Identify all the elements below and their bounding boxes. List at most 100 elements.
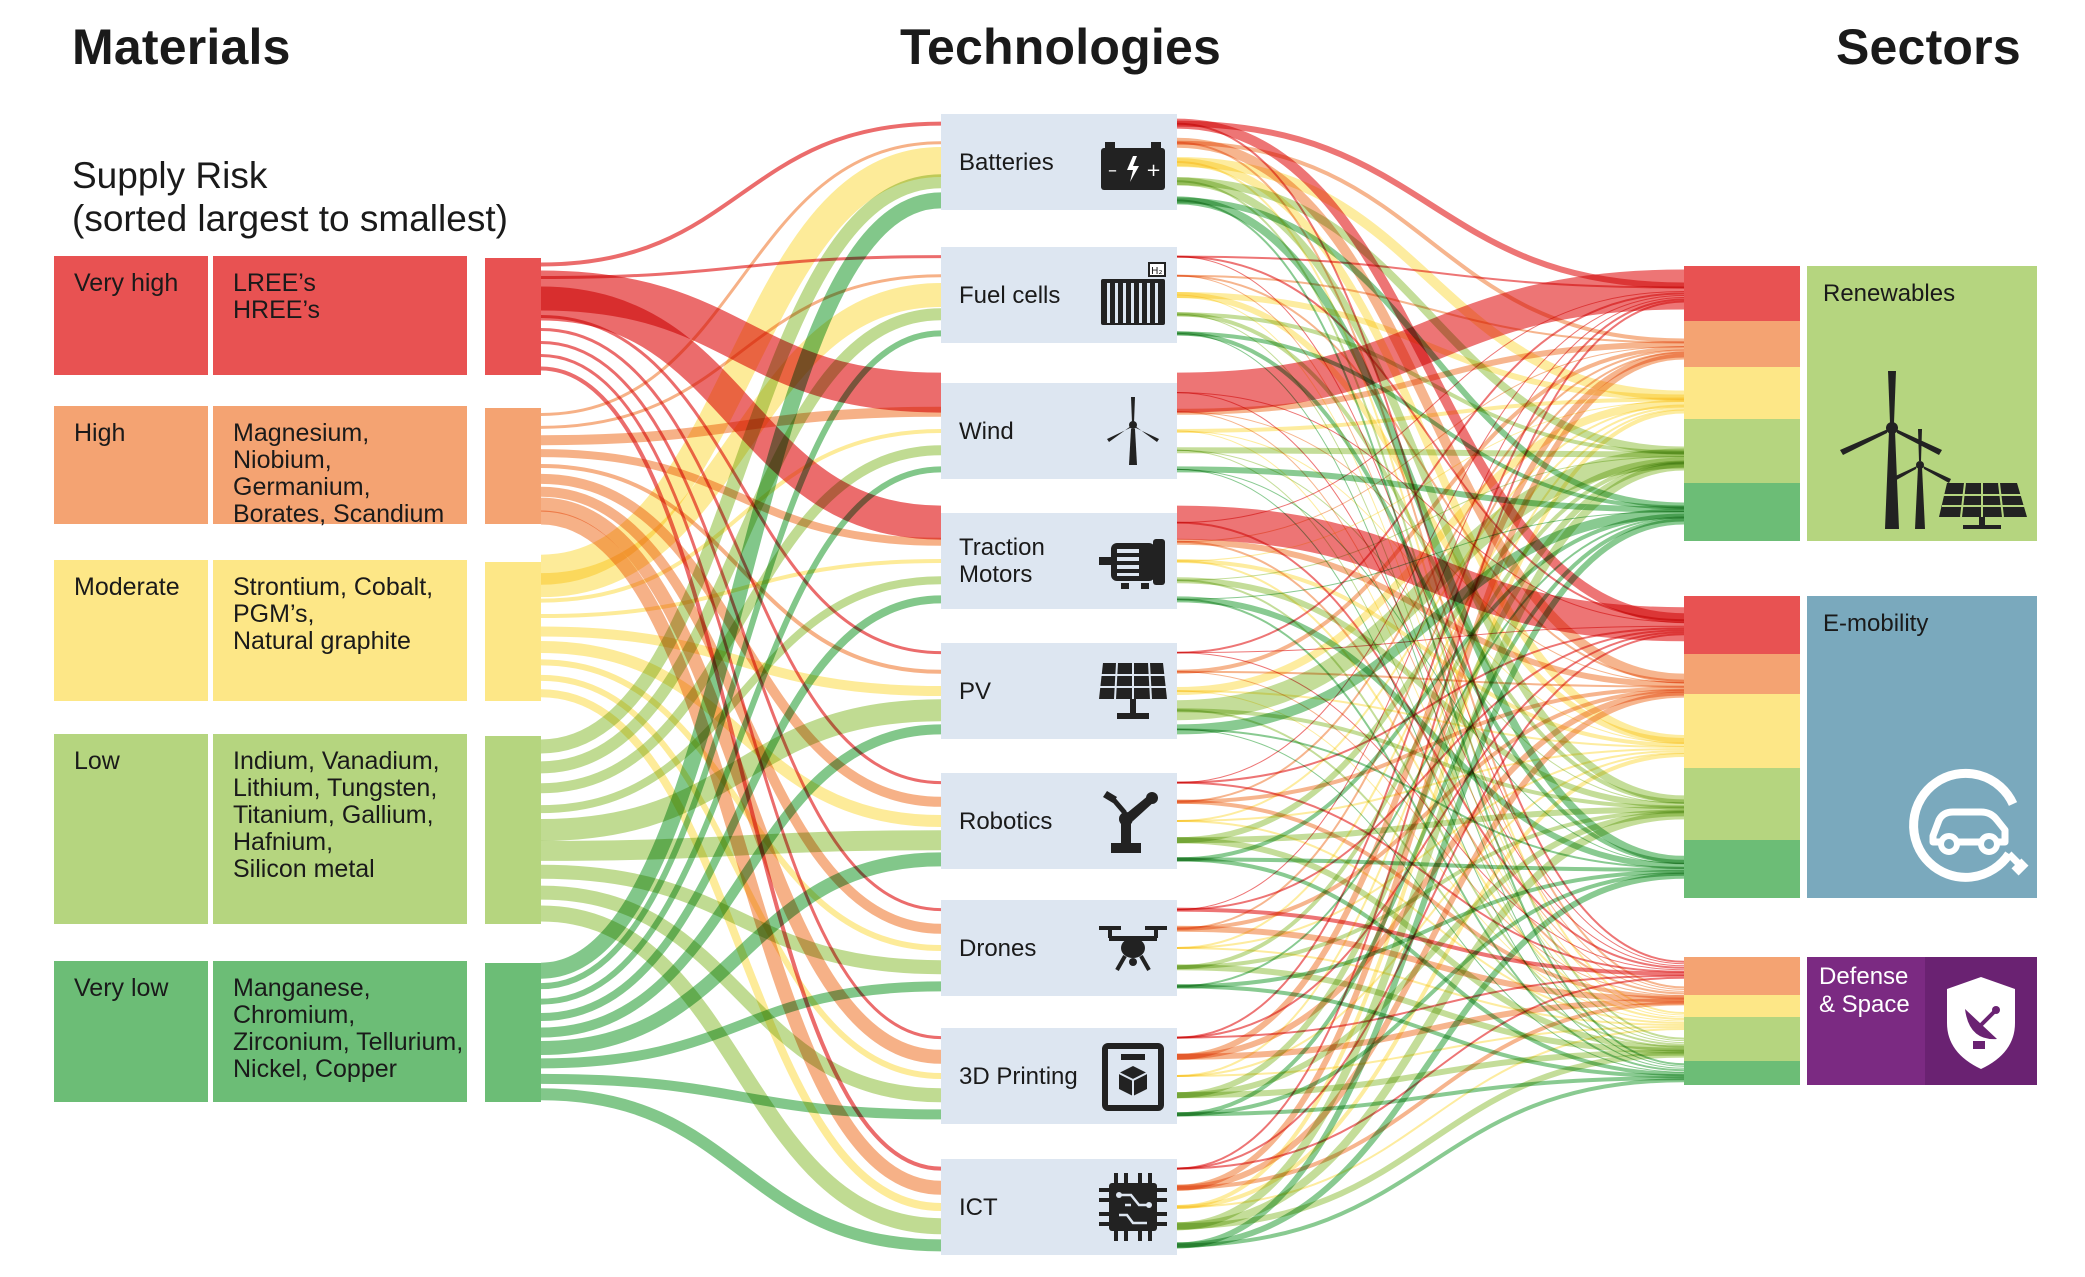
flow-ribbon	[540, 473, 942, 807]
stack-defense-very-low	[1684, 1061, 1800, 1085]
flow-ribbon	[540, 174, 942, 754]
risk-bar-very-low	[485, 963, 541, 1102]
material-name: LREE’s	[233, 269, 316, 297]
stack-emobility-low	[1684, 768, 1800, 840]
flow-ribbon	[540, 486, 942, 934]
supply-risk-title: Supply Risk	[72, 155, 268, 196]
flow-ribbon	[1176, 300, 1685, 1170]
flow-ribbon	[1176, 925, 1685, 1003]
flow-ribbon	[540, 283, 942, 598]
flow-ribbon	[1176, 811, 1685, 1231]
svg-text:+: +	[1146, 160, 1161, 181]
tech-label: Drones	[959, 934, 1037, 962]
material-name: Magnesium,	[233, 419, 370, 447]
flow-ribbon	[1176, 872, 1685, 1249]
flow-ribbon	[1176, 298, 1685, 1039]
sector-label: Renewables	[1823, 280, 1956, 307]
risk-materials-very-low: Manganese, Chromium, Zirconium, Telluriu…	[213, 961, 467, 1102]
material-name: Nickel, Copper	[233, 1055, 397, 1083]
tech-ict: ICT	[941, 1159, 1177, 1255]
flow-ribbon	[1176, 292, 1685, 654]
flow-ribbon	[1176, 346, 1685, 674]
flow-ribbon	[540, 699, 942, 841]
sector-renewables: Renewables	[1807, 266, 2037, 541]
risk-level-label: Very high	[74, 269, 179, 297]
flow-ribbon	[1176, 753, 1685, 1209]
flow-ribbon	[1176, 857, 1685, 872]
flow-ribbon	[540, 1073, 942, 1120]
flow-ribbon	[540, 981, 942, 1069]
risk-level-moderate: Moderate	[54, 560, 208, 701]
risk-level-very-low: Very low	[54, 961, 208, 1102]
sector-e-mobility: E-mobility	[1807, 596, 2037, 898]
material-name: Zirconium, Tellurium,	[233, 1028, 464, 1056]
materials-header: Materials	[72, 19, 291, 75]
tech-label: Wind	[959, 417, 1014, 445]
sectors-header: Sectors	[1836, 19, 2021, 75]
stack-renewables-very-high	[1684, 266, 1800, 321]
battery-icon: – +	[1101, 142, 1165, 190]
flow-ribbon	[1176, 448, 1685, 721]
material-name: Hafnium,	[233, 828, 334, 856]
risk-level-label: High	[74, 419, 126, 447]
risk-bar-moderate	[485, 562, 541, 701]
fuel-cell-icon: H₂	[1101, 262, 1166, 325]
flow-ribbon	[540, 852, 942, 1055]
material-name: Manganese,	[233, 974, 371, 1002]
material-name: Niobium, Germanium,	[233, 446, 371, 501]
flow-ribbon	[540, 330, 942, 990]
stack-emobility-very-low	[1684, 840, 1800, 898]
risk-level-very-high: Very high	[54, 256, 208, 375]
flow-ribbon	[540, 466, 942, 1005]
flow-ribbon	[1176, 118, 1685, 624]
flow-ribbon	[1176, 297, 1685, 911]
risk-materials-high: Magnesium, Niobium, Germanium, Borates, …	[213, 406, 467, 528]
risk-level-high: High	[54, 406, 208, 524]
tech-label-line: Motors	[959, 561, 1033, 588]
technologies-header: Technologies	[900, 19, 1221, 75]
stack-emobility-very-high	[1684, 596, 1800, 654]
tech-label: Robotics	[959, 807, 1053, 835]
shield-satellite-icon	[1925, 957, 2037, 1085]
flow-ribbon	[1176, 810, 1685, 1099]
material-name: Titanium, Gallium,	[233, 801, 434, 829]
motor-icon	[1099, 539, 1165, 589]
tech-label: 3D Printing	[959, 1062, 1078, 1090]
flow-ribbon	[1176, 274, 1685, 682]
flow-ribbon	[1176, 255, 1685, 622]
risk-materials-very-high: LREE’s HREE’s	[213, 256, 467, 375]
material-name: HREE’s	[233, 296, 321, 324]
flow-ribbon	[1176, 1051, 1685, 1230]
stack-renewables-low	[1684, 419, 1800, 483]
tech-label: Batteries	[959, 148, 1054, 176]
stack-renewables-high	[1684, 321, 1800, 367]
stack-renewables-very-low	[1684, 483, 1800, 541]
chip-icon	[1099, 1173, 1167, 1241]
risk-materials-moderate: Strontium, Cobalt, PGM’s, Natural graphi…	[213, 560, 467, 701]
flow-ribbon	[1176, 1028, 1685, 1208]
svg-text:H₂: H₂	[1151, 266, 1163, 277]
svg-text:–: –	[1108, 160, 1117, 181]
material-name: Chromium,	[233, 1001, 356, 1029]
tech-drones: Drones	[941, 900, 1177, 996]
flow-ribbon	[1176, 275, 1685, 990]
flow-ribbon	[1176, 974, 1685, 1039]
flow-ribbon	[1176, 269, 1685, 413]
tech-label: ICT	[959, 1193, 998, 1221]
risk-bar-high	[485, 408, 541, 524]
flow-ribbon	[1176, 806, 1685, 844]
stack-defense-moderate	[1684, 995, 1800, 1017]
tech-fuel-cells: Fuel cells H₂	[941, 247, 1177, 343]
flow-ribbon	[540, 445, 942, 794]
sector-label-line: Defense	[1819, 963, 1909, 990]
renewables-icon	[1840, 371, 2027, 529]
material-name: Indium, Vanadium,	[233, 747, 440, 775]
electric-car-icon	[1909, 768, 2029, 882]
material-name: PGM’s,	[233, 600, 315, 628]
stack-emobility-moderate	[1684, 694, 1800, 768]
flow-ribbon	[540, 1088, 942, 1252]
tech-wind: Wind	[941, 383, 1177, 479]
stack-emobility-high	[1684, 654, 1800, 694]
flow-ribbon	[540, 147, 942, 585]
